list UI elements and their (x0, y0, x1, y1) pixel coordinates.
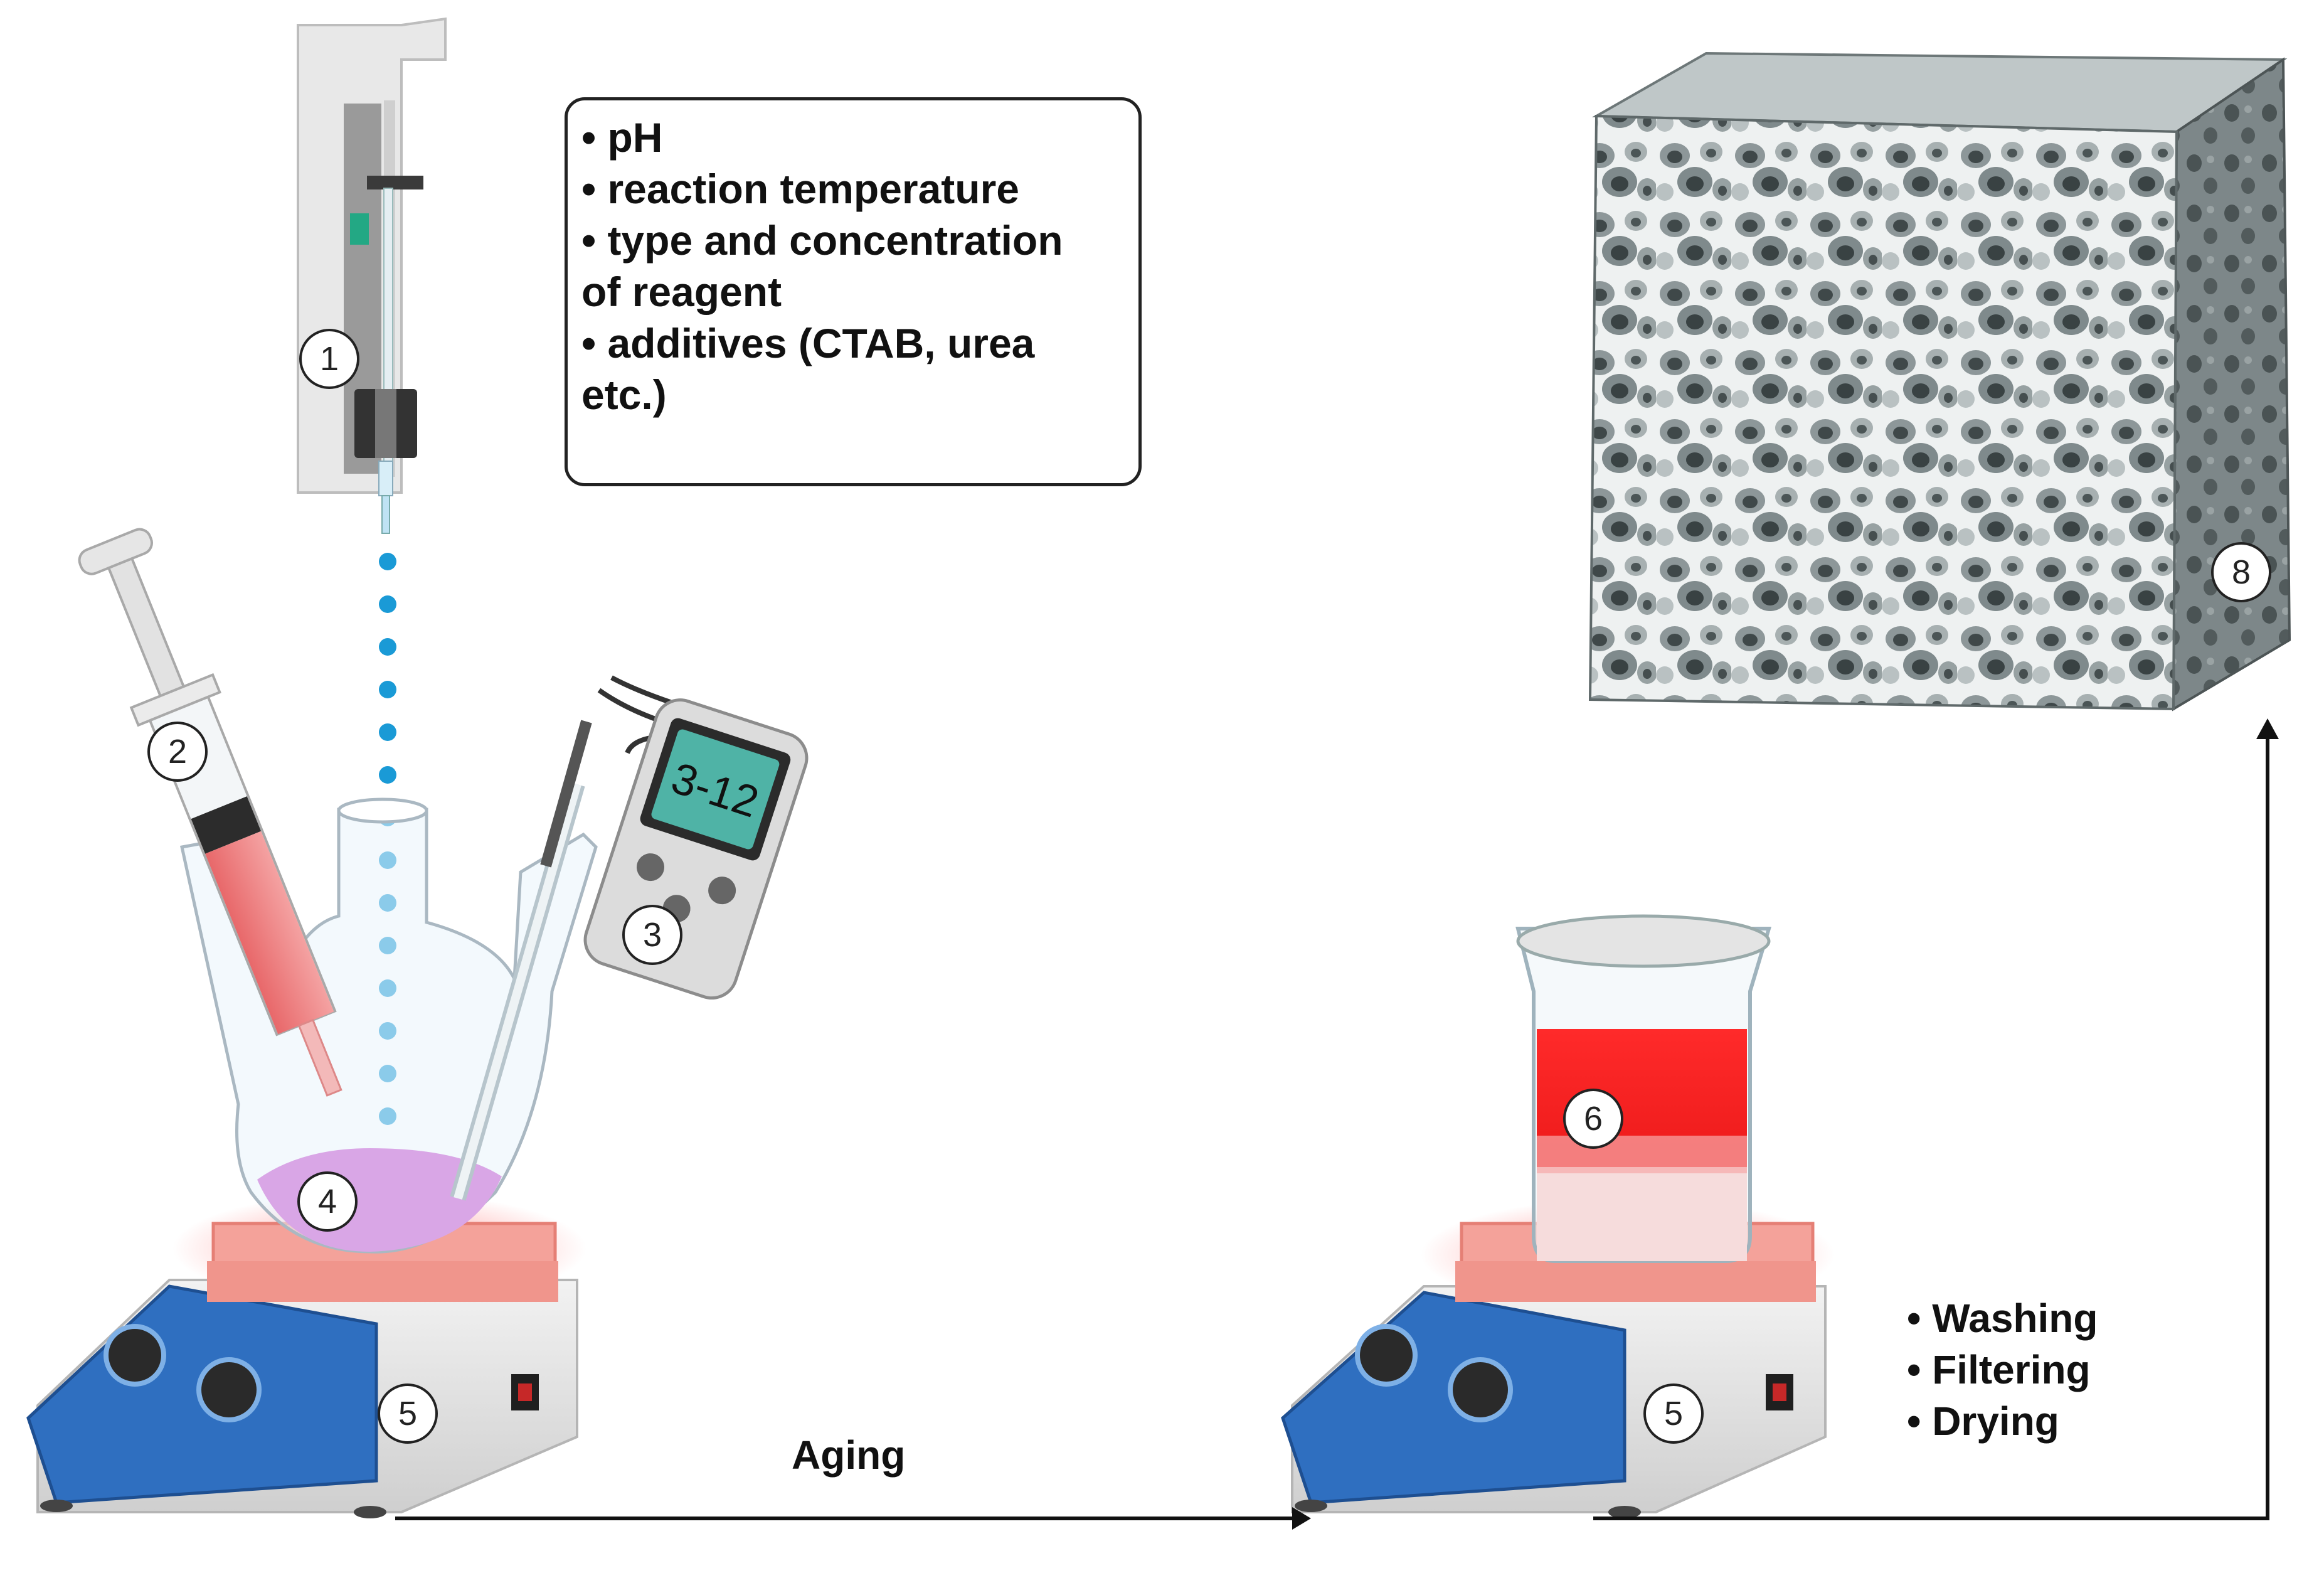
drip-dot (379, 553, 396, 570)
beaker (1515, 914, 1772, 1263)
parameter-line: etc.) (581, 371, 667, 418)
svg-text:3: 3 (643, 916, 662, 954)
badge-2: 2 (147, 722, 208, 782)
step-drying: • Drying (1907, 1399, 2059, 1444)
step-filtering: • Filtering (1907, 1347, 2091, 1392)
svg-text:2: 2 (168, 733, 187, 770)
badge-5-left: 5 (378, 1383, 438, 1444)
step-washing: • Washing (1907, 1296, 2098, 1341)
badge-6: 6 (1563, 1089, 1623, 1149)
porous-foam-cube (1588, 51, 2291, 712)
svg-text:1: 1 (320, 340, 339, 378)
drip-dot (379, 766, 396, 784)
parameter-line: • reaction temperature (581, 166, 1019, 212)
aging-label: Aging (792, 1432, 906, 1478)
svg-text:5: 5 (1664, 1395, 1683, 1432)
parameter-line: • additives (CTAB, urea (581, 320, 1035, 366)
parameter-line: • pH (581, 114, 663, 161)
parameter-line: • type and concentration (581, 217, 1063, 264)
svg-text:6: 6 (1584, 1100, 1603, 1138)
parameters-box: • pH • reaction temperature • type and c… (565, 97, 1142, 486)
hand-syringe (78, 528, 342, 1097)
badge-5-right: 5 (1643, 1383, 1704, 1444)
svg-text:8: 8 (2232, 553, 2251, 591)
svg-text:5: 5 (398, 1395, 417, 1432)
badge-8: 8 (2211, 542, 2271, 602)
post-processing-steps: • Washing • Filtering • Drying (1907, 1293, 2098, 1447)
process-arrows (395, 718, 2279, 1530)
drip-dot (379, 638, 396, 656)
badge-1: 1 (299, 329, 359, 389)
syringe-pump (297, 17, 447, 534)
drip-dot (379, 595, 396, 613)
ph-meter: 3-12 (583, 675, 809, 1000)
parameter-line: of reagent (581, 269, 782, 315)
svg-text:4: 4 (318, 1183, 337, 1220)
drip-dot (379, 681, 396, 698)
drip-dot (379, 723, 396, 741)
badge-4: 4 (297, 1171, 358, 1232)
badge-3: 3 (622, 905, 682, 965)
hotplate-stirrer-left (26, 1192, 586, 1518)
